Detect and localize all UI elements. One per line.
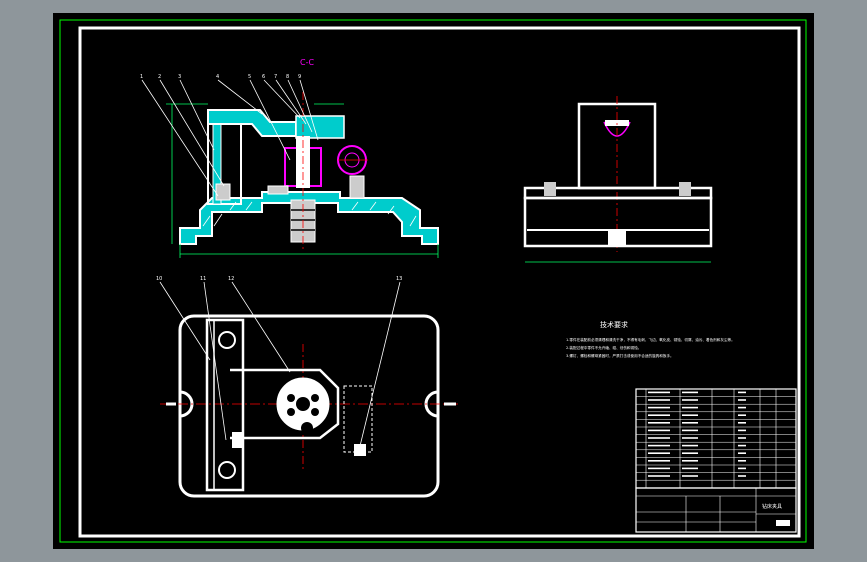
column-bolt	[215, 183, 231, 201]
parts-cell-mark	[648, 429, 670, 432]
sheet-inner-border	[78, 26, 801, 538]
callout-10: 10	[156, 276, 162, 282]
parts-cell-mark	[648, 391, 670, 394]
parts-list-text	[648, 391, 746, 477]
plan-hole-2	[311, 394, 319, 402]
side-view	[523, 96, 713, 263]
parts-cell-mark	[738, 399, 746, 401]
parts-cell-mark	[648, 460, 670, 462]
plan-column	[205, 318, 245, 492]
callout-13: 13	[396, 276, 402, 282]
tech-req-item-2: 2.装配过程中零件不允许磕、碰、划伤和锈蚀。	[566, 345, 641, 350]
side-bolt-left	[544, 182, 556, 196]
plan-hole-1	[287, 394, 295, 402]
plan-bolt-bottom	[218, 461, 236, 479]
parts-cell-mark	[682, 422, 698, 424]
front-callout-labels: 1 2 3 4 5 6 7 8 9	[140, 74, 301, 80]
parts-cell-mark	[738, 391, 746, 394]
plan-hole-3	[287, 408, 295, 416]
plan-clamp-screw	[354, 444, 366, 456]
parts-cell-mark	[738, 437, 746, 439]
callout-3: 3	[178, 74, 181, 80]
plan-hole-4	[311, 408, 319, 416]
clamp-nut	[267, 185, 289, 195]
parts-cell-mark	[738, 475, 746, 477]
parts-list	[635, 388, 797, 489]
tech-req-item-3: 3.螺钉、螺栓和螺母紧固时，严禁打击或使用不合适的旋具和扳手。	[566, 353, 674, 358]
callout-4: 4	[216, 74, 219, 80]
plan-callout-leaders	[159, 281, 401, 447]
sheet-background	[53, 13, 814, 549]
parts-cell-mark	[648, 475, 670, 477]
title-stamp	[776, 520, 790, 526]
callout-6: 6	[262, 74, 265, 80]
base-hatching	[202, 201, 417, 227]
parts-cell-mark	[648, 437, 670, 439]
title-block-frame	[635, 487, 797, 533]
plan-base-outline	[178, 314, 440, 498]
parts-cell-mark	[648, 467, 670, 470]
sheet-outer-border	[59, 19, 807, 543]
parts-cell-mark	[738, 422, 746, 424]
callout-7: 7	[274, 74, 277, 80]
parts-cell-mark	[682, 452, 698, 454]
parts-list-rows	[636, 396, 796, 481]
parts-cell-mark	[682, 467, 698, 470]
callout-11: 11	[200, 276, 206, 282]
parts-cell-mark	[738, 406, 746, 409]
title-block: 钻床夹具	[635, 487, 797, 533]
parts-cell-mark	[648, 414, 670, 416]
technical-requirements: 技术要求 1.零件在装配前必须清理和清洗干净，不得有毛刺、飞边、氧化皮、锈蚀、切…	[566, 320, 735, 358]
side-bolt-right	[679, 182, 691, 196]
front-section-view: C-C	[140, 58, 439, 258]
parts-cell-mark	[738, 414, 746, 416]
parts-cell-mark	[682, 414, 698, 416]
plan-notch	[301, 422, 313, 434]
side-center-key	[608, 230, 626, 246]
parts-cell-mark	[682, 460, 698, 462]
tech-req-item-1: 1.零件在装配前必须清理和清洗干净，不得有毛刺、飞边、氧化皮、锈蚀、切屑、油污、…	[566, 337, 735, 342]
callout-2: 2	[158, 74, 161, 80]
parts-cell-mark	[648, 406, 670, 409]
parts-cell-mark	[648, 422, 670, 424]
plan-drill-plate	[230, 368, 340, 440]
parts-cell-mark	[648, 452, 670, 454]
plan-center-hole	[296, 397, 310, 411]
parts-cell-mark	[738, 429, 746, 432]
parts-cell-mark	[682, 475, 698, 477]
callout-8: 8	[286, 74, 289, 80]
callout-9: 9	[298, 74, 301, 80]
parts-cell-mark	[738, 452, 746, 454]
parts-cell-mark	[648, 444, 670, 447]
parts-cell-mark	[738, 444, 746, 447]
parts-cell-mark	[682, 429, 698, 432]
parts-cell-mark	[682, 399, 698, 401]
parts-list-columns	[645, 389, 777, 488]
callout-12: 12	[228, 276, 234, 282]
callout-5: 5	[248, 74, 251, 80]
plan-stop-pin	[232, 432, 244, 448]
section-label: C-C	[300, 58, 314, 67]
parts-cell-mark	[682, 437, 698, 439]
parts-cell-mark	[682, 444, 698, 447]
parts-cell-mark	[682, 391, 698, 394]
plan-bolt-top	[218, 331, 236, 349]
parts-cell-mark	[682, 406, 698, 409]
title-drawing-name: 钻床夹具	[762, 503, 782, 510]
side-nut	[349, 175, 365, 199]
parts-cell-mark	[648, 399, 670, 401]
tech-req-heading: 技术要求	[600, 320, 628, 329]
callout-1: 1	[140, 74, 143, 80]
parts-cell-mark	[738, 460, 746, 462]
plan-view: 10 11 12 13	[156, 276, 460, 498]
parts-cell-mark	[738, 467, 746, 470]
drill-bushing-block	[295, 115, 345, 139]
plan-callout-labels: 10 11 12 13	[156, 276, 402, 282]
front-callout-leaders	[141, 79, 319, 197]
